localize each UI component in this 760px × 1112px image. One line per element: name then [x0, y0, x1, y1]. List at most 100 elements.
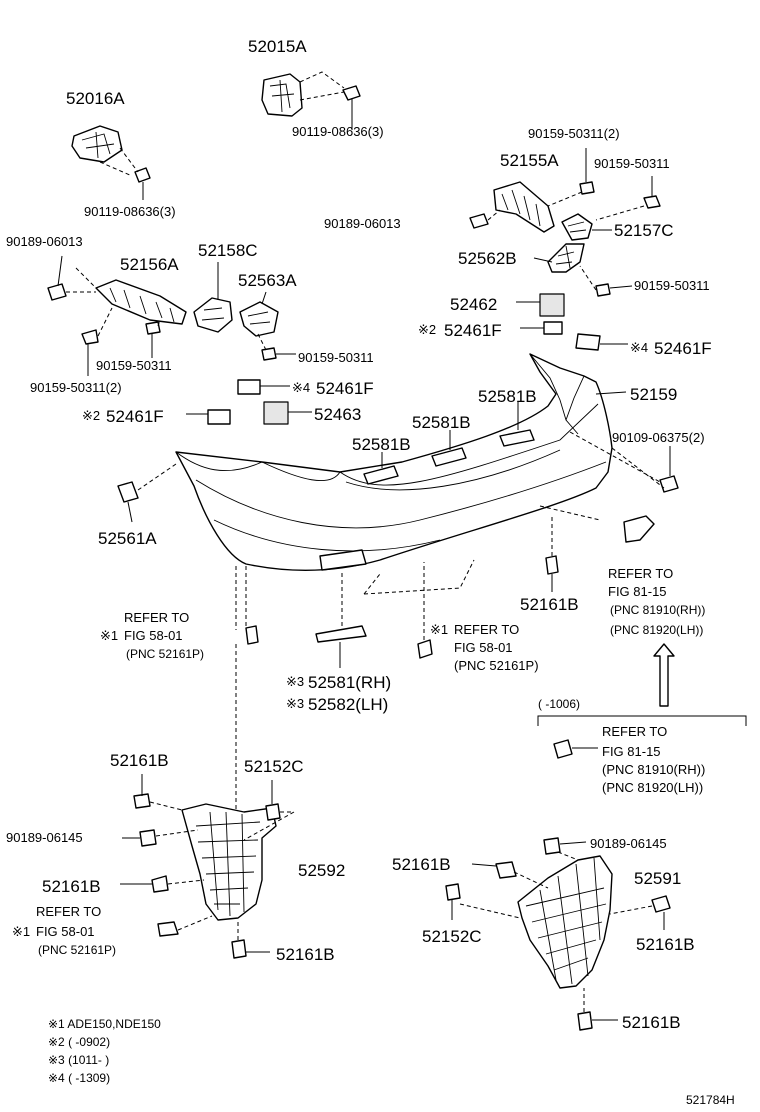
label-90159-50311-d: 90159-50311: [298, 350, 374, 365]
refer-fig58-a-title: REFER TO: [124, 610, 189, 625]
label-90159-50311-b: 90159-50311: [634, 278, 710, 293]
reflector-rh: [623, 515, 655, 543]
nut-52152C-b: [445, 883, 461, 901]
label-90189-06145-b: 90189-06145: [590, 836, 667, 851]
clip-52161B-a: [545, 555, 559, 575]
range-1006: ( -1006): [538, 697, 580, 711]
clip-52161P-b: [417, 639, 433, 659]
strip-52581B-b: [431, 447, 467, 467]
pad-52461F-a: [543, 321, 563, 335]
clip-90189-06013-b: [47, 283, 67, 301]
refer-fig81-a-lh: (PNC 81920(LH)): [610, 623, 703, 637]
reflector-52581: [315, 625, 367, 643]
clip-refer-fig81: [553, 739, 573, 759]
pad-52461F-c: [237, 379, 261, 395]
label-52581B-b: 52581B: [412, 413, 471, 432]
clip-52161B-g: [577, 1011, 593, 1031]
label-52015A: 52015A: [248, 37, 307, 56]
label-52592: 52592: [298, 861, 345, 880]
refer-fig58-a-fig: FIG 58-01: [124, 628, 183, 643]
clip-52161P-a: [245, 625, 259, 645]
label-52161B-a: 52161B: [520, 595, 579, 614]
mark-1a: ※1: [100, 628, 118, 643]
pad-52462: [539, 293, 565, 317]
label-52582-lh: 52582(LH): [308, 695, 388, 714]
note-1: ※1 ADE150,NDE150: [48, 1017, 161, 1031]
refer-fig81-b-fig: FIG 81-15: [602, 744, 661, 759]
refer-fig81-a-fig: FIG 81-15: [608, 584, 667, 599]
bolt-90159-c: [595, 283, 611, 297]
label-52156A: 52156A: [120, 255, 179, 274]
label-52581B-a: 52581B: [478, 387, 537, 406]
label-90189-06013-a: 90189-06013: [324, 216, 401, 231]
refer-fig81-a-rh: (PNC 81910(RH)): [610, 603, 705, 617]
label-90159-50311-2b: 90159-50311(2): [30, 380, 122, 395]
mark-4a: ※4: [630, 340, 648, 355]
refer-fig81-b-lh: (PNC 81920(LH)): [602, 780, 703, 795]
label-52161B-e: 52161B: [636, 935, 695, 954]
part-52015A-bracket: [261, 73, 303, 117]
bolt-90159-d: [145, 321, 161, 358]
refer-fig58-c-title: REFER TO: [36, 904, 101, 919]
arrow-up: [653, 643, 675, 707]
refer-fig58-b-title: REFER TO: [454, 622, 519, 637]
label-52581B-c: 52581B: [352, 435, 411, 454]
refer-fig58-b-pnc: (PNC 52161P): [454, 658, 539, 673]
label-90159-50311-2a: 90159-50311(2): [528, 126, 620, 141]
clip-52161B-b: [133, 793, 151, 809]
part-52159-bumper-cover: [175, 353, 613, 571]
pad-52461F-b: [575, 333, 601, 351]
label-90189-06145-a: 90189-06145: [6, 830, 83, 845]
label-52016A: 52016A: [66, 89, 125, 108]
refer-fig81-b-title: REFER TO: [602, 724, 667, 739]
mark-1b: ※1: [430, 622, 448, 637]
refer-fig58-c-fig: FIG 58-01: [36, 924, 95, 939]
label-52563A: 52563A: [238, 271, 297, 290]
mark-4b: ※4: [292, 380, 310, 395]
bolt-90159-e: [81, 329, 99, 376]
bolt-90159-a: [579, 181, 595, 195]
part-52591-mudguard-rh: [517, 855, 613, 989]
mark-1c: ※1: [12, 924, 30, 939]
refer-fig58-a-pnc: (PNC 52161P): [126, 647, 204, 661]
label-52161B-g: 52161B: [622, 1013, 681, 1032]
part-52157C-bracket: [561, 213, 593, 241]
strip-52581B-c: [363, 465, 399, 485]
bolt-90159-b: [643, 195, 661, 209]
refer-fig58-b-fig: FIG 58-01: [454, 640, 513, 655]
label-52463: 52463: [314, 405, 361, 424]
mark-2a: ※2: [418, 322, 436, 337]
clip-52561A: [117, 481, 139, 503]
label-52161B-b: 52161B: [110, 751, 169, 770]
part-52562B-bracket: [547, 243, 585, 273]
refer-fig81-a-title: REFER TO: [608, 566, 673, 581]
clip-52161B-d: [231, 939, 247, 959]
strip-52581B-a: [499, 429, 535, 447]
label-90119-08636-a: 90119-08636(3): [292, 124, 384, 139]
bolt-90119-b: [134, 167, 151, 200]
label-52461F-b: 52461F: [654, 339, 712, 358]
label-52462: 52462: [450, 295, 497, 314]
part-52155A-retainer: [493, 181, 555, 233]
clip-52161B-e: [495, 861, 517, 879]
note-2: ※2 ( -0902): [48, 1035, 110, 1049]
refer-fig81-b-rh: (PNC 81910(RH)): [602, 762, 705, 777]
label-52161B-f: 52161B: [276, 945, 335, 964]
label-90159-50311-c: 90159-50311: [96, 358, 172, 373]
label-90109-06375: 90109-06375(2): [612, 430, 705, 445]
label-52161B-d: 52161B: [392, 855, 451, 874]
bolt-90119-a: [342, 85, 361, 130]
clip-90189-06145-a: [139, 829, 157, 847]
part-52592-mudguard-lh: [181, 803, 277, 921]
label-52157C: 52157C: [614, 221, 674, 240]
mark-3b: ※3: [286, 696, 304, 711]
label-90189-06013-b: 90189-06013: [6, 234, 83, 249]
pad-52461F-d: [207, 409, 231, 425]
part-52156A-retainer: [95, 279, 187, 325]
part-52158C-bracket: [193, 297, 233, 333]
label-52461F-a: 52461F: [444, 321, 502, 340]
label-52158C: 52158C: [198, 241, 258, 260]
figure-id: 521784H: [686, 1093, 735, 1107]
bolt-90159-f: [261, 347, 277, 361]
